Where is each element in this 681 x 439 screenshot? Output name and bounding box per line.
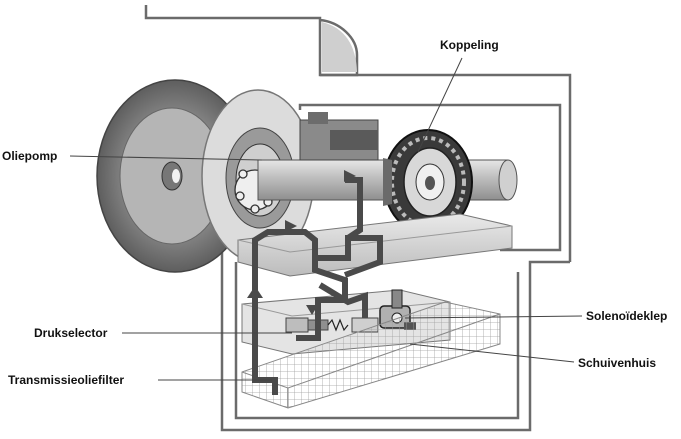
leader-koppeling [417, 57, 463, 153]
label-drukselector: Drukselector [34, 326, 108, 340]
label-koppeling: Koppeling [440, 38, 499, 52]
leader-schuivenhuis [409, 343, 575, 363]
leader-solenoideklep [404, 315, 583, 319]
clutch-pack [383, 129, 473, 235]
housing-bell-shading [322, 22, 357, 72]
label-schuivenhuis: Schuivenhuis [578, 356, 657, 370]
transmission-housing [144, 5, 572, 432]
label-transmissieoliefilter: Transmissieoliefilter [8, 373, 125, 387]
pressure-selector-spool [285, 317, 309, 333]
label-oliepomp: Oliepomp [2, 149, 58, 163]
leader-lines [69, 57, 583, 381]
label-solenoideklep: Solenoïdeklep [586, 309, 668, 323]
flow-arrows [247, 170, 356, 315]
leader-oliepomp [69, 155, 263, 161]
